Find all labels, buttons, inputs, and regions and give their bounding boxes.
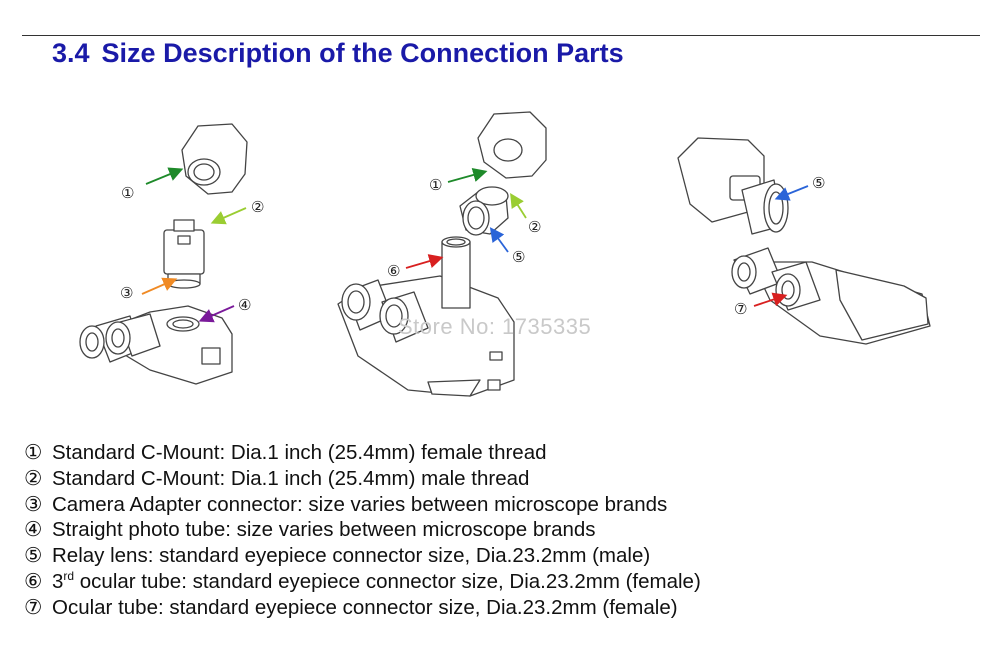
legend-text: Relay lens: standard eyepiece connector …	[52, 544, 651, 568]
legend-marker: ⑤	[24, 544, 43, 568]
section-number: 3.4	[52, 38, 90, 68]
right-relay-lens	[741, 179, 789, 235]
callout-3-left: ③	[120, 284, 133, 302]
callout-7-right: ⑦	[734, 300, 747, 318]
arrow-6-middle	[405, 254, 444, 269]
legend-text: Straight photo tube: size varies between…	[52, 518, 596, 542]
legend-text: Standard C-Mount: Dia.1 inch (25.4mm) fe…	[52, 441, 547, 464]
legend-marker: ⑥	[24, 569, 43, 593]
section-title: Size Description of the Connection Parts	[101, 38, 624, 68]
legend-text: Standard C-Mount: Dia.1 inch (25.4mm) ma…	[52, 466, 530, 490]
left-camera-adapter	[163, 219, 205, 289]
legend-superscript: rd	[63, 569, 75, 584]
legend-item-7: ⑦ Ocular tube: standard eyepiece connecto…	[24, 595, 701, 621]
left-camera-body	[181, 123, 248, 195]
legend-text: Ocular tube: standard eyepiece connector…	[52, 595, 678, 619]
callout-5-middle: ⑤	[512, 248, 525, 266]
middle-relay-lens	[459, 186, 509, 236]
legend-item-2: ② Standard C-Mount: Dia.1 inch (25.4mm) m…	[24, 466, 701, 492]
arrow-5-middle	[489, 227, 509, 253]
legend-item-1: ① Standard C-Mount: Dia.1 inch (25.4mm) f…	[24, 440, 701, 466]
legend-marker: ③	[24, 492, 43, 516]
legend-text: Camera Adapter connector: size varies be…	[52, 492, 668, 516]
arrow-2-middle	[510, 192, 527, 219]
connection-parts-illustration: ① ② ③ ④ ① ② ⑤ ⑥ ⑤ ⑦	[79, 111, 931, 397]
store-watermark: Store No: 1735335	[398, 314, 592, 339]
header-rule	[22, 35, 980, 36]
legend-marker: ④	[24, 518, 43, 542]
legend-list: ① Standard C-Mount: Dia.1 inch (25.4mm) f…	[24, 440, 701, 621]
callout-2-middle: ②	[528, 218, 541, 236]
arrow-3-left	[141, 277, 178, 295]
arrow-2-left	[210, 207, 247, 225]
right-microscope-head	[731, 247, 931, 345]
arrow-7-right	[753, 292, 788, 307]
middle-camera-body	[477, 111, 547, 179]
arrow-4-left	[198, 305, 235, 323]
legend-ordinal: 3	[52, 569, 64, 593]
arrow-1-left	[145, 167, 184, 185]
page-title: 3.4 Size Description of the Connection Pa…	[52, 38, 624, 69]
arrow-1-middle	[447, 167, 488, 183]
left-microscope-head	[79, 305, 233, 385]
legend-item-5: ⑤ Relay lens: standard eyepiece connector…	[24, 543, 701, 569]
legend-marker: ②	[24, 466, 43, 490]
callout-6-middle: ⑥	[387, 262, 400, 280]
legend-item-4: ④ Straight photo tube: size varies betwee…	[24, 517, 701, 543]
legend-text: ocular tube: standard eyepiece connector…	[74, 569, 701, 593]
callout-1-left: ①	[121, 184, 134, 202]
arrow-5-right	[774, 185, 809, 201]
legend-marker: ⑦	[24, 595, 43, 619]
callout-1-middle: ①	[429, 176, 442, 194]
callout-4-left: ④	[238, 296, 251, 314]
callout-2-left: ②	[251, 198, 264, 216]
legend-marker: ①	[24, 441, 43, 464]
legend-item-3: ③ Camera Adapter connector: size varies b…	[24, 492, 701, 518]
middle-trinocular-microscope	[337, 236, 515, 397]
callout-5-right: ⑤	[812, 174, 825, 192]
